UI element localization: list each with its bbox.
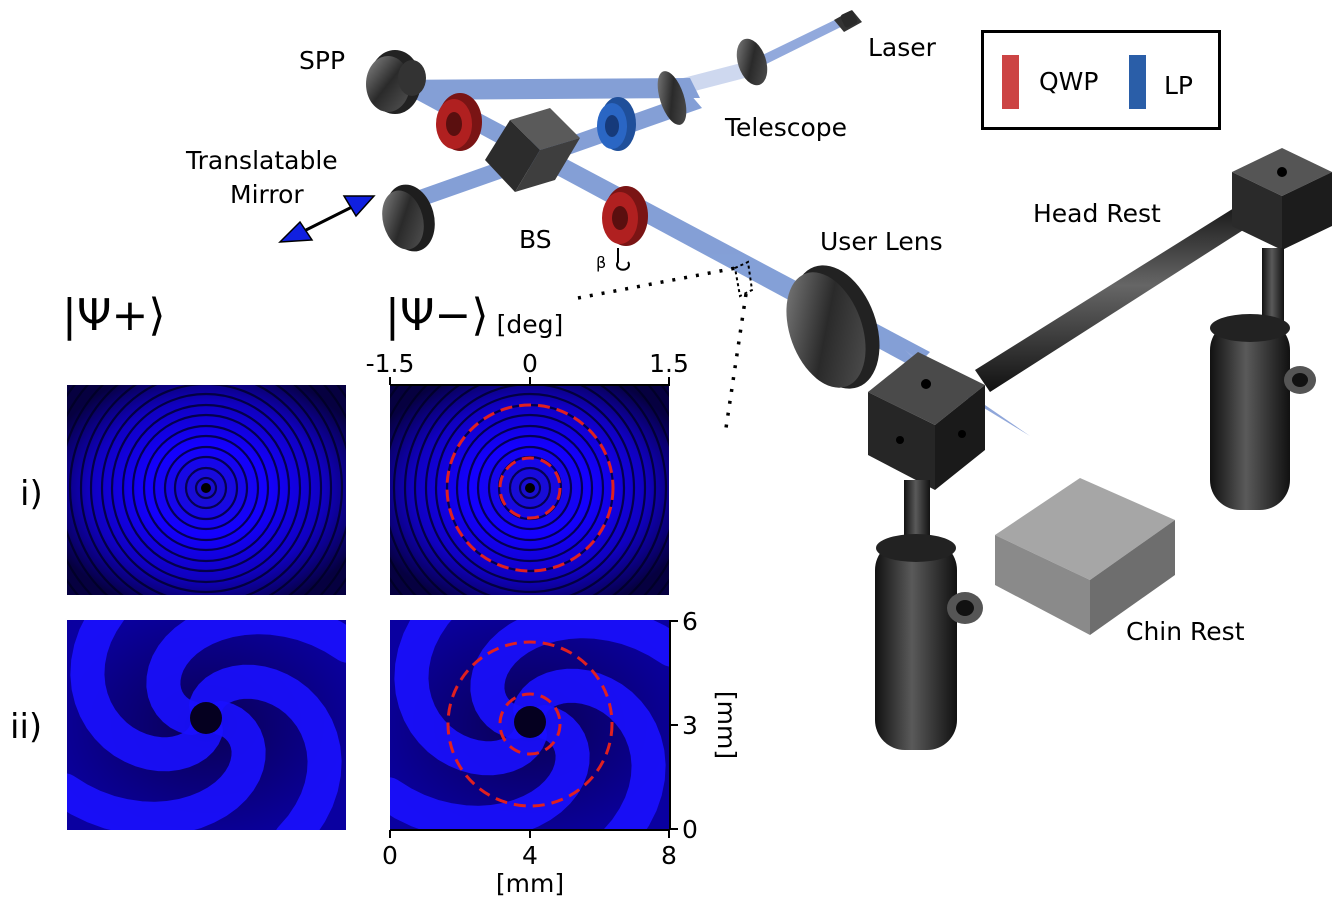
right-tick-top: 6 [682, 607, 698, 636]
spiral-arm [146, 620, 346, 735]
interference-ring [392, 385, 668, 595]
spiral-arm [513, 668, 666, 830]
panel-ii-plus [67, 620, 346, 830]
right-axis [669, 620, 678, 830]
interference-ring [434, 392, 626, 584]
user-lens [786, 265, 880, 389]
ket-minus-text: |Ψ−⟩ [385, 290, 489, 341]
spiral-arm [470, 620, 669, 739]
spiral-arm [70, 620, 223, 772]
panel-ii-minus [390, 620, 669, 830]
top-tick-mid: 0 [522, 349, 538, 378]
zoom-indicator [577, 260, 754, 429]
interference-ring [68, 385, 344, 595]
mirror-arrow [278, 195, 376, 243]
interference-ring [194, 476, 218, 500]
qwp-lower [602, 186, 648, 271]
legend-swatch-lp [1129, 55, 1146, 109]
interference-ring [100, 385, 312, 594]
interference-ring [476, 434, 584, 542]
bottom-axis [389, 829, 670, 838]
legend-label-lp: LP [1164, 71, 1194, 100]
panel-i-plus [67, 385, 346, 595]
right-tick-mid: 3 [682, 711, 698, 740]
right-axis-label: [mm] [712, 691, 741, 759]
interference-ring [466, 424, 594, 552]
row-label-i: i) [20, 474, 43, 514]
interference-ring [121, 403, 291, 573]
head-rest-label: Head Rest [1033, 199, 1161, 228]
qwp-upper [436, 93, 482, 151]
column-label-plus: |Ψ+⟩ [62, 290, 166, 341]
dashed-aperture-circles [445, 403, 615, 808]
laser-body [834, 10, 862, 32]
top-axis [389, 377, 670, 386]
interference-ring [173, 455, 239, 521]
spp-label: SPP [299, 46, 345, 75]
spiral-arm [189, 664, 342, 830]
interference-ring [142, 424, 270, 552]
laser-label: Laser [868, 33, 937, 62]
interference-ring [89, 385, 323, 595]
bottom-tick-left: 0 [382, 841, 398, 870]
spiral-arm [394, 620, 547, 776]
interference-ring [424, 385, 636, 594]
legend-swatch-qwp [1002, 55, 1019, 109]
right-tick-bottom: 0 [682, 815, 698, 844]
ket-plus-text: |Ψ+⟩ [62, 290, 166, 341]
interference-ring [131, 413, 281, 563]
row-label-ii: ii) [10, 707, 42, 747]
top-axis-label: [deg] [497, 310, 564, 339]
interference-ring [403, 385, 657, 595]
interference-ring [79, 385, 333, 595]
vortex-core [190, 702, 222, 734]
beam-splitter [485, 108, 580, 192]
top-tick-right: 1.5 [649, 349, 689, 378]
bottom-tick-mid: 4 [522, 841, 538, 870]
interference-ring [152, 434, 260, 542]
telescope-lenses [657, 38, 768, 125]
spiral-arm [67, 701, 266, 830]
head-rest-assembly [868, 148, 1332, 750]
panel-i-minus [390, 385, 669, 595]
interference-ring [487, 445, 573, 531]
bottom-tick-right: 8 [661, 841, 677, 870]
chin-rest-block [995, 478, 1175, 635]
telescope-label: Telescope [724, 113, 847, 142]
vortex-core [514, 706, 546, 738]
chin-rest-label: Chin Rest [1126, 617, 1245, 646]
bs-label: BS [519, 225, 552, 254]
mirror-label: Mirror [230, 180, 304, 209]
spiral-arm [390, 705, 590, 830]
interference-ring [184, 466, 228, 510]
interference-ring [163, 445, 249, 531]
interference-ring [455, 413, 605, 563]
bottom-axis-label: [mm] [496, 869, 564, 897]
beta-label: β [596, 253, 606, 272]
linear-polarizer [597, 97, 636, 151]
top-tick-left: -1.5 [366, 349, 415, 378]
translatable-mirror [382, 184, 435, 252]
interference-ring [110, 392, 302, 584]
column-label-minus: |Ψ−⟩ [385, 290, 489, 341]
user-lens-label: User Lens [820, 227, 943, 256]
interference-ring [518, 476, 542, 500]
interference-ring [413, 385, 647, 595]
legend-label-qwp: QWP [1039, 67, 1099, 96]
translatable-label: Translatable [185, 146, 338, 175]
spp-element [366, 50, 426, 114]
legend: QWP LP [981, 30, 1221, 130]
interference-ring [508, 466, 552, 510]
